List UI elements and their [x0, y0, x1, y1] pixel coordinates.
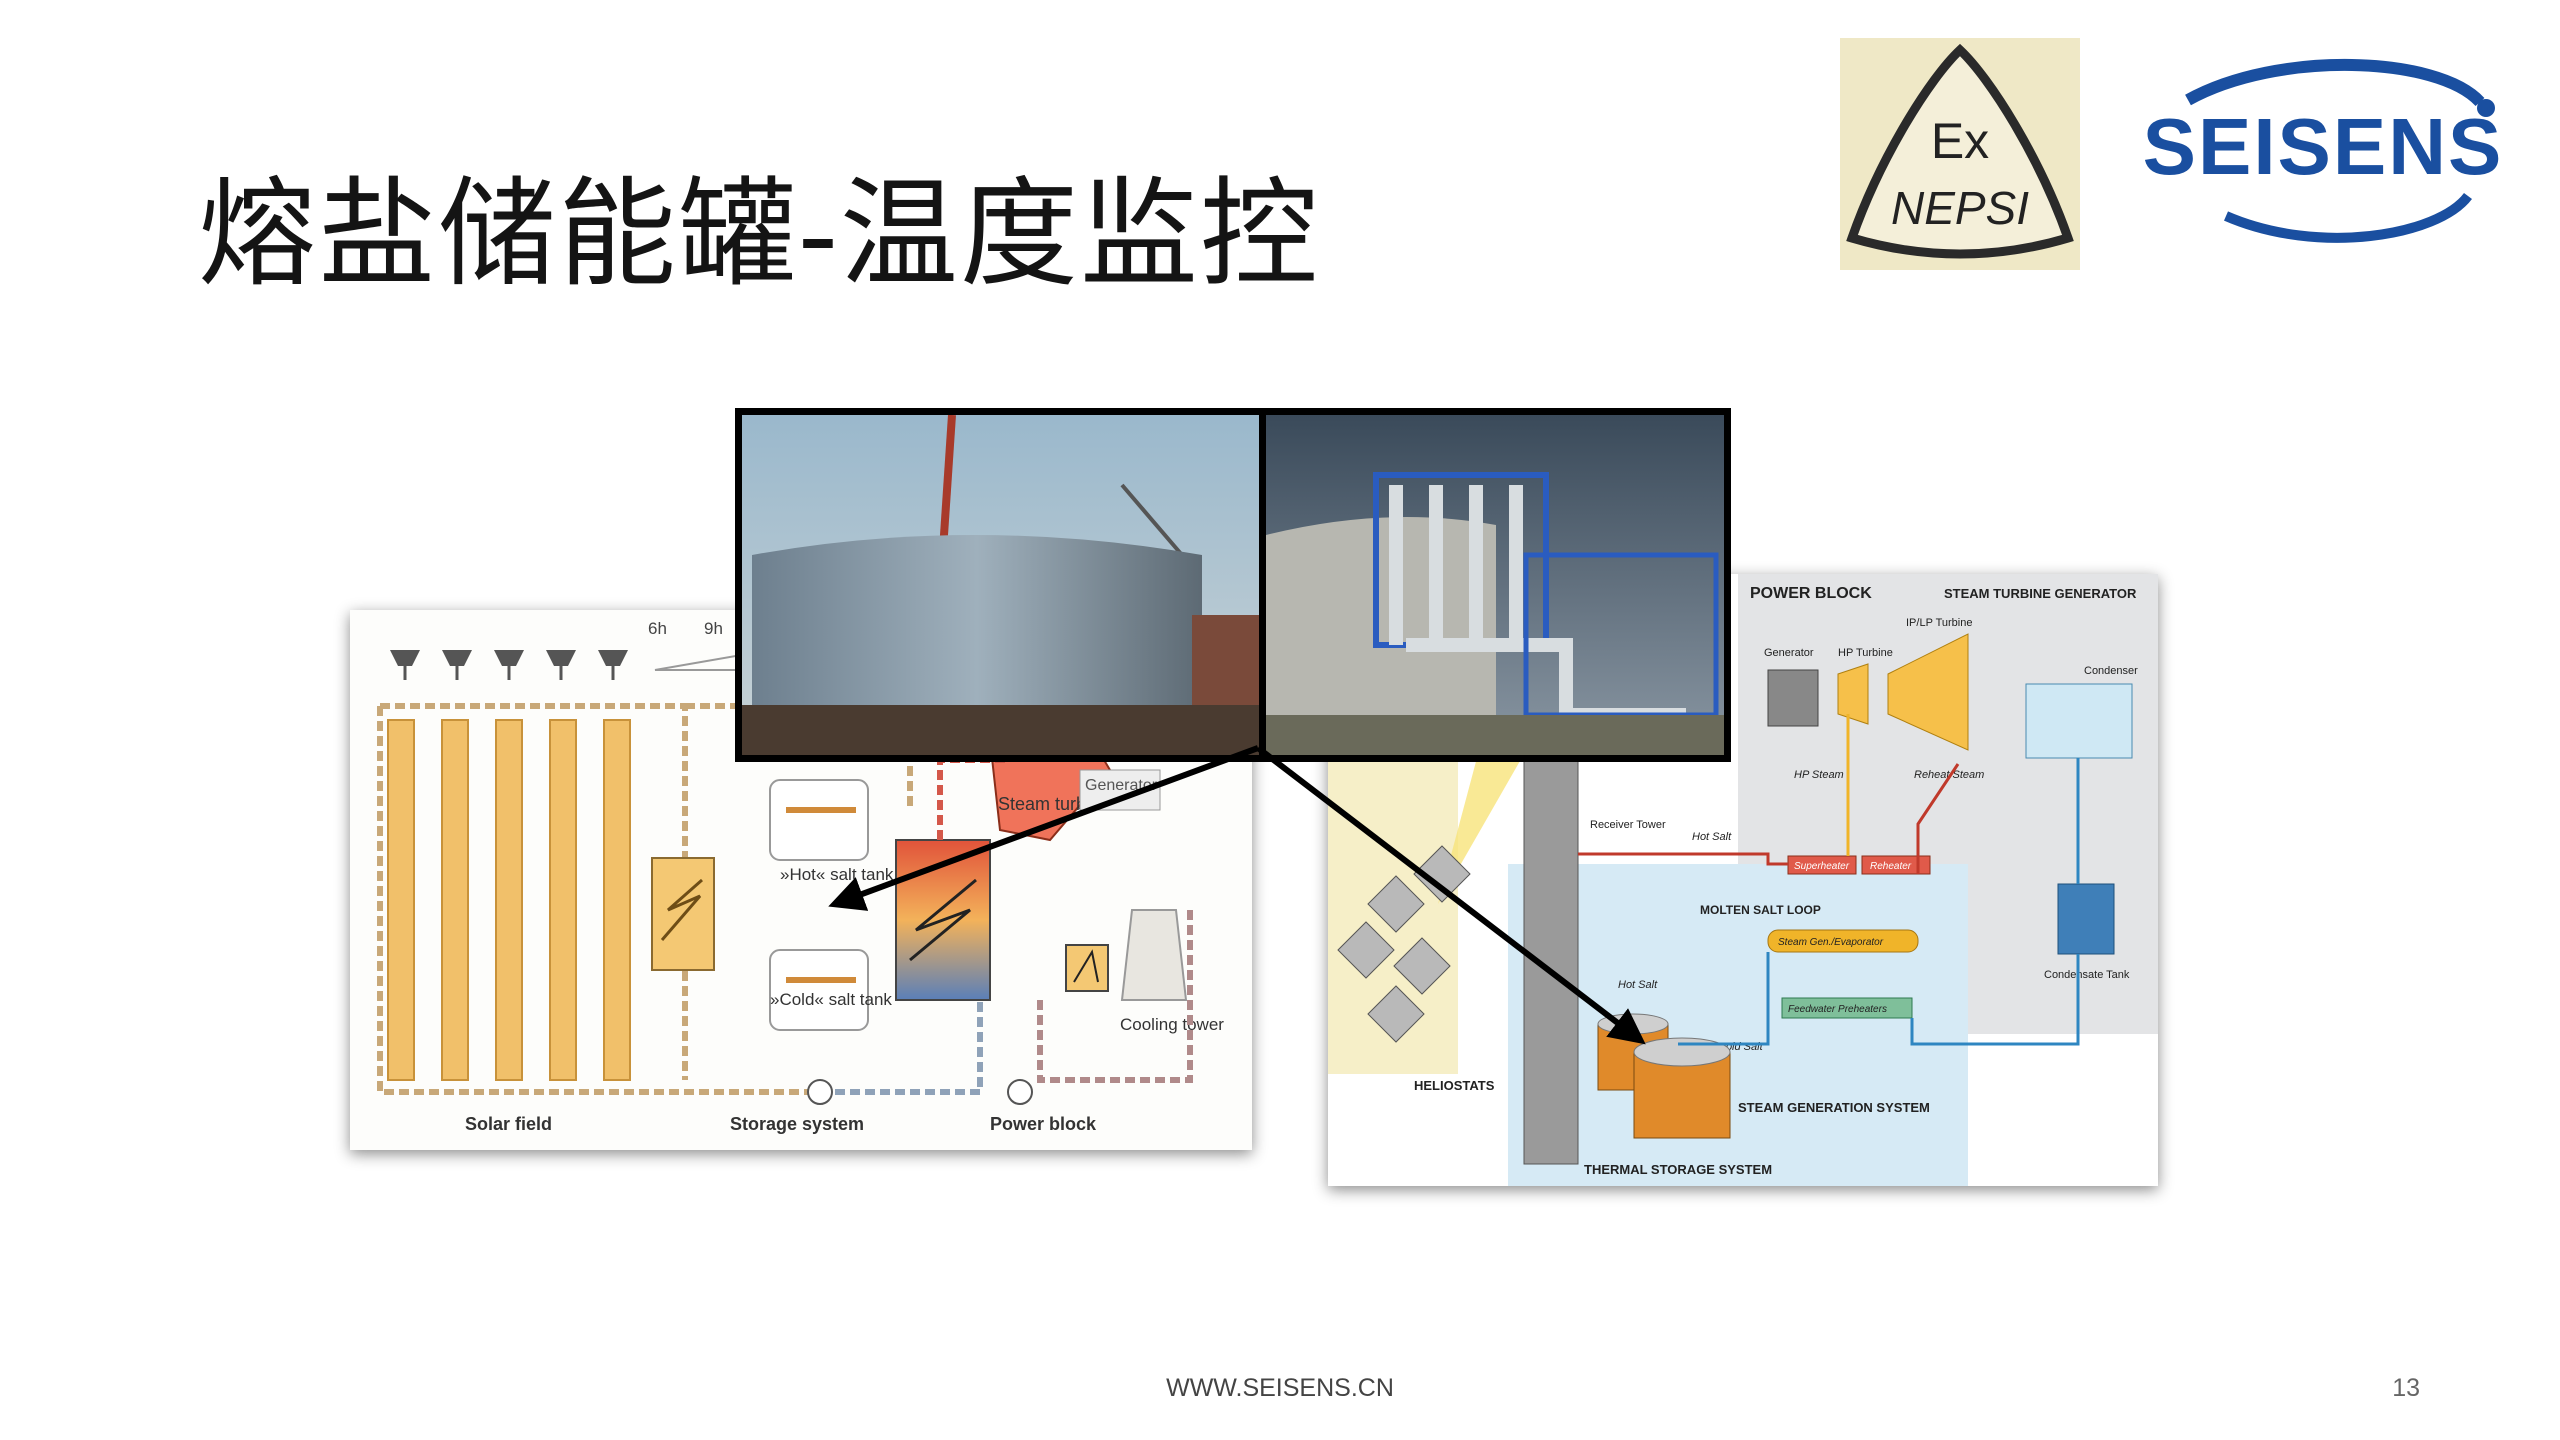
feedwater-preheaters-label: Feedwater Preheaters — [1788, 1004, 1887, 1015]
generator-label: Generator — [1085, 777, 1158, 794]
page-number: 13 — [2392, 1374, 2420, 1402]
mirror-icon — [598, 650, 628, 666]
ip-lp-turbine-label: IP/LP Turbine — [1906, 617, 1972, 629]
hot-salt-tank-label: »Hot« salt tank — [780, 865, 894, 884]
evaporator-box — [1767, 929, 1919, 953]
receiver-tower-icon — [1523, 753, 1579, 1165]
condenser-label: Condenser — [2084, 665, 2138, 677]
receiver-tower-label: Receiver Tower — [1590, 819, 1666, 831]
heliostats-label: HELIOSTATS — [1414, 1078, 1495, 1093]
superheater-label: Superheater — [1794, 861, 1850, 872]
ex-text: Ex — [1931, 113, 1989, 169]
feedwater-preheaters-box — [1781, 997, 1913, 1019]
hot-salt-tank-label: Hot Salt — [1618, 979, 1658, 991]
section-solar-field: Solar field — [465, 1114, 552, 1134]
condenser-icon — [2025, 683, 2133, 759]
section-storage-system: Storage system — [730, 1114, 864, 1134]
footer-url[interactable]: WWW.SEISENS.CN — [1166, 1374, 1394, 1402]
hp-steam-label: HP Steam — [1794, 769, 1844, 781]
storage-tank-photo — [735, 408, 1273, 762]
mirror-icon — [390, 650, 420, 666]
generator-label: Generator — [1764, 647, 1814, 659]
reheater-label: Reheater — [1870, 861, 1912, 872]
tank-piping-photo — [1259, 408, 1731, 762]
nepsi-text: NEPSI — [1891, 182, 2029, 234]
mirror-icon — [546, 650, 576, 666]
ip-lp-turbine-icon — [1887, 633, 1969, 751]
power-block-label: POWER BLOCK — [1750, 585, 1872, 602]
cold-salt-tank-label: »Cold« salt tank — [770, 990, 892, 1009]
molten-salt-loop-label: MOLTEN SALT LOOP — [1700, 903, 1821, 917]
condensate-tank-label: Condensate Tank — [2044, 969, 2130, 981]
hp-turbine-icon — [1837, 663, 1869, 725]
condensate-tank-icon — [2057, 883, 2115, 955]
brand-name: SEISENS — [2143, 102, 2504, 191]
cooling-tower-label: Cooling tower — [1120, 1015, 1224, 1034]
hot-salt-label: Hot Salt — [1692, 831, 1732, 843]
time-label-9h: 9h — [704, 619, 723, 638]
mirror-icon — [442, 650, 472, 666]
steam-generation-system-label: STEAM GENERATION SYSTEM — [1738, 1100, 1930, 1115]
ex-nepsi-certification-logo: Ex NEPSI — [1840, 38, 2080, 270]
time-label-6h: 6h — [648, 619, 667, 638]
hp-turbine-label: HP Turbine — [1838, 647, 1893, 659]
mirror-icon — [494, 650, 524, 666]
cooling-tower-icon — [1120, 909, 1188, 1001]
thermal-storage-system-label: THERMAL STORAGE SYSTEM — [1584, 1162, 1772, 1177]
slide-title: 熔盐储能罐-温度监控 — [198, 165, 1320, 303]
steam-turbine-generator-label: STEAM TURBINE GENERATOR — [1944, 586, 2137, 601]
generator-icon — [1767, 669, 1819, 727]
seisens-brand-logo: SEISENS — [2108, 56, 2538, 246]
section-power-block: Power block — [990, 1114, 1097, 1134]
reheater-box — [1861, 855, 1931, 875]
evaporator-label: Steam Gen./Evaporator — [1778, 937, 1884, 948]
